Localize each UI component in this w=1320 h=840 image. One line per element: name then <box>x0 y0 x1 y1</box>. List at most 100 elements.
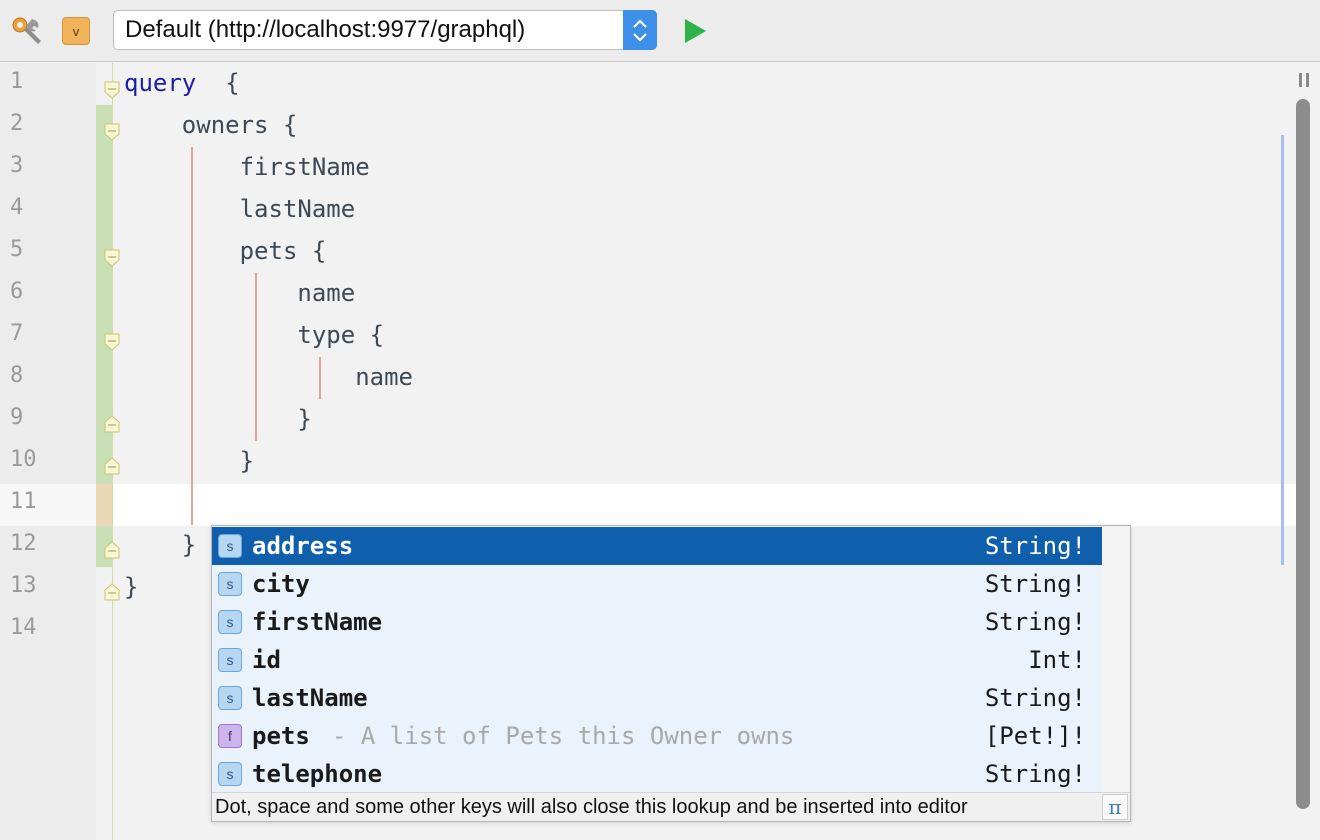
wrench-settings-icon[interactable] <box>10 15 44 47</box>
line-number: 12 <box>10 531 37 556</box>
code-text: pets { <box>124 237 327 265</box>
toolbar: v Default (http://localhost:9977/graphql… <box>0 0 1320 62</box>
line-number: 9 <box>10 405 24 430</box>
completion-item-name: address <box>252 532 354 560</box>
field-kind-icon: s <box>218 762 242 786</box>
vcs-added-marker[interactable] <box>96 105 112 567</box>
completion-item-type: String! <box>984 684 1086 712</box>
code-line[interactable]: query { <box>124 69 240 111</box>
fold-close-icon[interactable] <box>104 583 120 601</box>
completion-popup: s address String! s city String! s first… <box>211 525 1131 822</box>
code-line[interactable]: lastName <box>124 195 356 237</box>
completion-item-telephone[interactable]: s telephone String! <box>212 755 1102 793</box>
line-number: 10 <box>10 447 37 472</box>
endpoint-select[interactable]: Default (http://localhost:9977/graphql) <box>113 10 657 50</box>
fold-close-icon[interactable] <box>104 415 120 433</box>
code-text: name <box>124 363 413 391</box>
indent-guide <box>255 273 257 441</box>
vcs-modified-marker[interactable] <box>96 484 112 526</box>
code-line[interactable]: } <box>124 531 196 573</box>
pi-icon[interactable]: π <box>1102 794 1128 820</box>
fold-open-icon[interactable] <box>104 81 120 99</box>
field-kind-icon: s <box>218 686 242 710</box>
code-text: } <box>124 573 139 601</box>
completion-item-type: Int! <box>1028 646 1086 674</box>
keyword: query <box>124 69 197 97</box>
code-text: firstName <box>124 153 370 181</box>
line-number: 7 <box>10 321 24 346</box>
line-number-gutter <box>0 63 96 840</box>
code-line[interactable]: type { <box>124 321 384 363</box>
popup-hint-text: Dot, space and some other keys will also… <box>215 796 968 818</box>
completion-item-firstname[interactable]: s firstName String! <box>212 603 1102 641</box>
completion-item-lastname[interactable]: s lastName String! <box>212 679 1102 717</box>
code-line[interactable]: } <box>124 447 254 489</box>
completion-item-description: - A list of Pets this Owner owns <box>332 722 795 750</box>
current-line-gutter <box>0 484 96 526</box>
line-number: 5 <box>10 237 24 262</box>
line-number: 8 <box>10 363 24 388</box>
code-line[interactable]: firstName <box>124 153 370 195</box>
code-text: } <box>124 531 197 559</box>
code-line[interactable]: pets { <box>124 237 327 279</box>
line-number: 2 <box>10 111 24 136</box>
fold-close-icon[interactable] <box>104 541 120 559</box>
completion-item-name: pets <box>252 722 310 750</box>
field-kind-icon: s <box>218 648 242 672</box>
code-line[interactable]: } <box>124 405 312 447</box>
line-number: 4 <box>10 195 24 220</box>
completion-item-type: String! <box>984 570 1086 598</box>
function-kind-icon: f <box>218 724 242 748</box>
completion-item-name: lastName <box>252 684 368 712</box>
completion-item-type: [Pet!]! <box>984 722 1086 750</box>
vertical-scrollbar[interactable] <box>1296 99 1310 809</box>
popup-scrollbar[interactable] <box>1102 526 1130 792</box>
fold-open-icon[interactable] <box>104 123 120 141</box>
field-kind-icon: s <box>218 572 242 596</box>
gutter-divider <box>112 63 113 840</box>
code-line[interactable]: owners { <box>124 111 298 153</box>
code-line[interactable]: name <box>124 363 413 405</box>
fold-open-icon[interactable] <box>104 333 120 351</box>
indent-guide <box>319 357 321 399</box>
completion-item-type: String! <box>984 760 1086 788</box>
popup-hint: Dot, space and some other keys will also… <box>212 792 1130 821</box>
field-kind-icon: s <box>218 534 242 558</box>
completion-item-name: id <box>252 646 281 674</box>
completion-item-type: String! <box>984 608 1086 636</box>
code-text: { <box>196 69 240 97</box>
code-text: lastName <box>124 195 356 223</box>
indent-guide <box>191 147 193 525</box>
current-line-highlight <box>0 484 1296 526</box>
line-number: 13 <box>10 573 37 598</box>
code-line[interactable]: } <box>124 573 138 615</box>
endpoint-label: Default (http://localhost:9977/graphql) <box>125 16 526 43</box>
code-text: owners { <box>124 111 298 139</box>
scroll-marker-stripe <box>1281 135 1284 565</box>
run-icon[interactable] <box>683 18 707 44</box>
completion-item-id[interactable]: s id Int! <box>212 641 1102 679</box>
completion-item-pets[interactable]: f pets - A list of Pets this Owner owns … <box>212 717 1102 755</box>
completion-item-address[interactable]: s address String! <box>212 527 1102 565</box>
line-number: 14 <box>10 615 37 640</box>
code-text: } <box>124 405 312 433</box>
code-text: name <box>124 279 356 307</box>
fold-open-icon[interactable] <box>104 249 120 267</box>
pause-icon[interactable] <box>1298 73 1310 87</box>
line-number: 1 <box>10 69 24 94</box>
field-kind-icon: s <box>218 610 242 634</box>
select-stepper-icon[interactable] <box>623 10 657 50</box>
line-number: 6 <box>10 279 24 304</box>
completion-item-name: firstName <box>252 608 383 636</box>
fold-close-icon[interactable] <box>104 457 120 475</box>
completion-item-city[interactable]: s city String! <box>212 565 1102 603</box>
line-number: 11 <box>10 489 37 514</box>
line-number: 3 <box>10 153 24 178</box>
code-text: } <box>124 447 255 475</box>
code-text: type { <box>124 321 385 349</box>
completion-item-name: city <box>252 570 310 598</box>
code-line[interactable]: name <box>124 279 355 321</box>
completion-item-name: telephone <box>252 760 383 788</box>
completion-item-type: String! <box>984 532 1086 560</box>
version-badge[interactable]: v <box>62 17 90 45</box>
